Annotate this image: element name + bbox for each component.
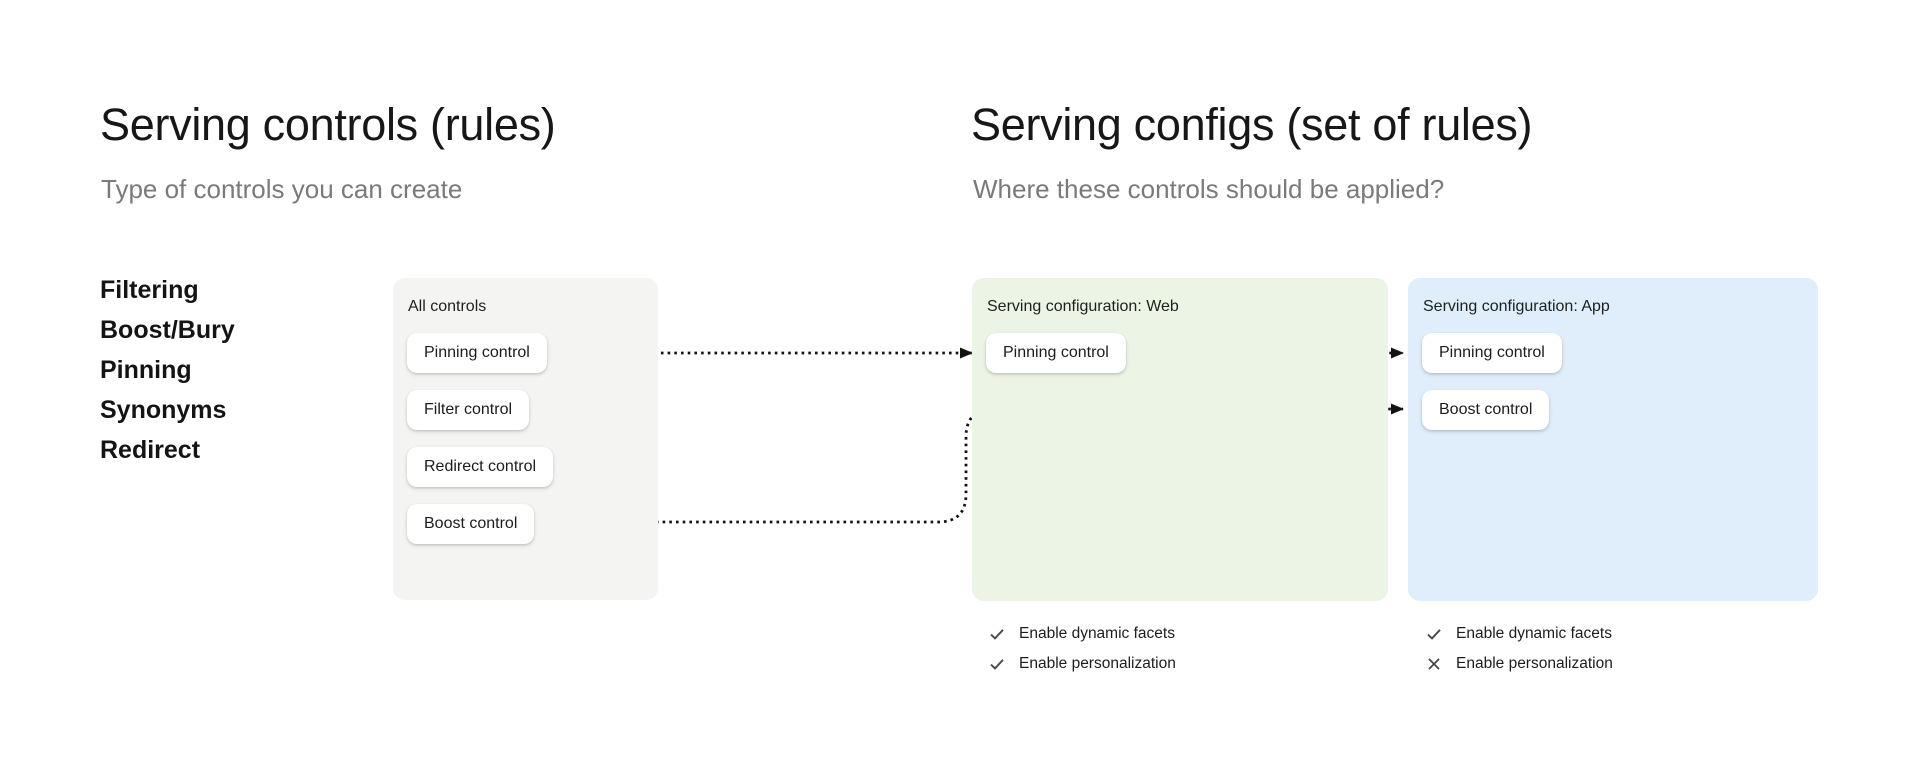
app-config-features: Enable dynamic facets Enable personaliza… — [1425, 622, 1613, 682]
control-type-filtering: Filtering — [100, 276, 199, 304]
control-type-synonyms: Synonyms — [100, 396, 227, 424]
pinning-control-pill[interactable]: Pinning control — [407, 333, 547, 373]
feature-row: Enable personalization — [988, 652, 1176, 675]
all-controls-card-title: All controls — [408, 298, 487, 315]
feature-label: Enable dynamic facets — [1456, 624, 1612, 642]
web-config-card: Serving configuration: Web Pinning contr… — [972, 278, 1388, 601]
web-pinning-control-pill[interactable]: Pinning control — [986, 333, 1126, 373]
control-type-pinning: Pinning — [100, 356, 192, 384]
feature-label: Enable personalization — [1456, 654, 1613, 672]
check-icon — [990, 658, 1004, 670]
feature-row: Enable dynamic facets — [1425, 622, 1613, 645]
feature-label: Enable personalization — [1019, 654, 1176, 672]
filter-control-pill[interactable]: Filter control — [407, 390, 530, 430]
app-config-card-title: Serving configuration: App — [1423, 298, 1610, 315]
app-pinning-control-pill[interactable]: Pinning control — [1422, 333, 1562, 373]
control-type-redirect: Redirect — [100, 436, 201, 464]
redirect-control-pill[interactable]: Redirect control — [407, 447, 554, 487]
feature-row: Enable personalization — [1425, 652, 1613, 675]
control-type-boost-bury: Boost/Bury — [100, 316, 235, 344]
right-section-title: Serving configs (set of rules) — [971, 99, 1533, 150]
boost-control-pill[interactable]: Boost control — [407, 504, 535, 544]
control-type-list: Filtering Boost/Bury Pinning Synonyms Re… — [100, 270, 235, 470]
check-icon — [990, 628, 1004, 640]
feature-label: Enable dynamic facets — [1019, 624, 1175, 642]
web-config-features: Enable dynamic facets Enable personaliza… — [988, 622, 1176, 682]
left-section-subtitle: Type of controls you can create — [101, 174, 463, 204]
cross-icon — [1428, 657, 1440, 670]
check-icon — [1427, 628, 1441, 640]
app-boost-control-pill[interactable]: Boost control — [1422, 390, 1550, 430]
feature-row: Enable dynamic facets — [988, 622, 1176, 645]
app-config-card: Serving configuration: App Pinning contr… — [1408, 278, 1818, 601]
web-config-card-title: Serving configuration: Web — [987, 298, 1179, 315]
right-section-subtitle: Where these controls should be applied? — [973, 174, 1445, 204]
left-section-title: Serving controls (rules) — [100, 99, 556, 150]
all-controls-card: All controls Pinning control Filter cont… — [393, 278, 658, 600]
